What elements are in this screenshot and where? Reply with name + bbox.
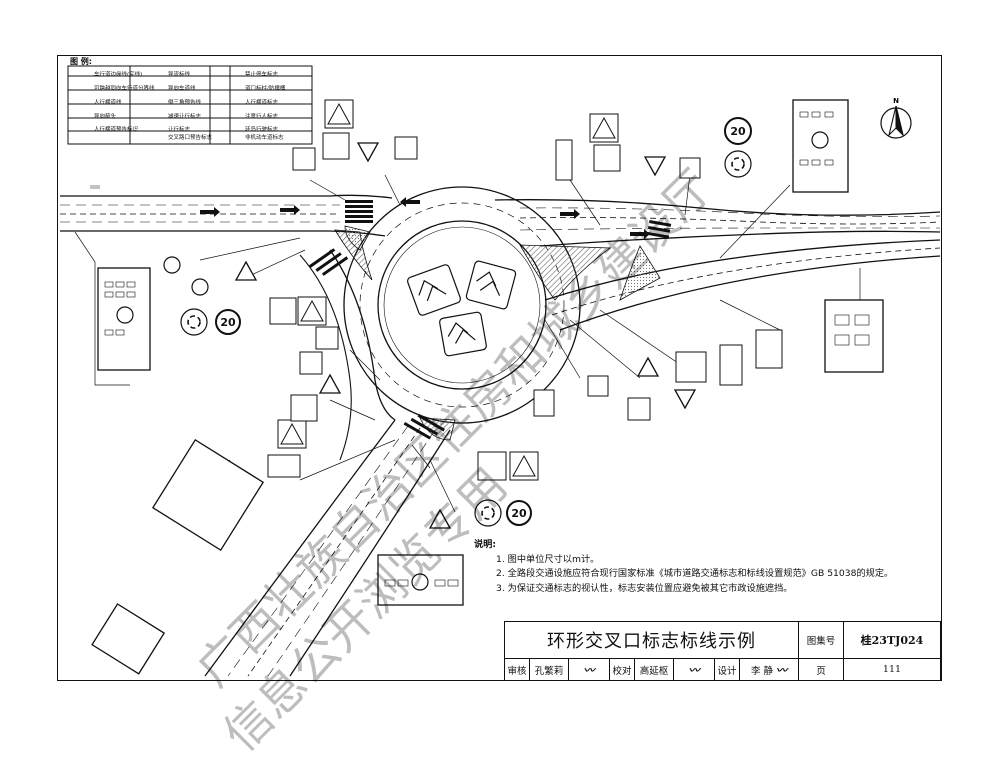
- note-line: 1. 图中单位尺寸以m计。: [496, 553, 600, 565]
- atlas-label: 图集号: [798, 621, 844, 659]
- design-label: 设计: [714, 658, 740, 681]
- east-branch-road: [544, 239, 941, 331]
- legend-item: 环岛行驶标志: [245, 127, 279, 133]
- speed-limit-label-w: 20: [220, 316, 236, 329]
- speed-limit-label-ne: 20: [730, 125, 746, 138]
- speed-limit-signs: [215, 117, 752, 526]
- legend-item: 减速让行标志: [168, 114, 202, 120]
- legend-item: 人行横道预告标识: [94, 127, 139, 133]
- speed-limit-label-s: 20: [511, 507, 527, 520]
- legend-item: 可跨越同向车行道分界线: [94, 86, 155, 92]
- southwest-road: [204, 249, 451, 677]
- legend: 图 例: 车行道边缘线(实线) 可跨越同向车行道分界线 人行横道线 导向箭头 人…: [70, 58, 313, 146]
- note-line: 2. 全路段交通设施应符合现行国家标准《城市道路交通标志和标线设置规范》GB 5…: [496, 568, 894, 580]
- roundabout-sign-glyphs: [187, 157, 745, 520]
- roundabout-drawing: 20 20 20 N: [60, 65, 941, 677]
- design-name: 李 静: [750, 665, 773, 677]
- legend-item: 道口标柱/防撞桶: [245, 86, 286, 92]
- legend-item: 人行横道线: [94, 100, 122, 106]
- notes-heading: 说明:: [474, 539, 497, 550]
- review-signature: 〰: [568, 658, 610, 681]
- design-name-cell: 李 静 〰: [739, 658, 799, 681]
- square-info-signs: [267, 132, 783, 481]
- legend-frame: [67, 65, 313, 145]
- page-label: 页: [798, 658, 844, 681]
- atlas-code: 桂23TJ024: [843, 621, 941, 659]
- design-signature: 〰: [776, 663, 788, 677]
- check-signature: 〰: [673, 658, 715, 681]
- central-chevrons: [407, 260, 517, 357]
- check-label: 校对: [609, 658, 635, 681]
- main-road: [60, 185, 941, 247]
- lane-arrows: [200, 197, 650, 239]
- notes: 说明: 1. 图中单位尺寸以m计。 2. 全路段交通设施应符合现行国家标准《城市…: [474, 538, 893, 596]
- legend-item: 导流标线: [168, 72, 191, 78]
- warning-triangles: [234, 142, 697, 529]
- crosswalks: [308, 200, 672, 440]
- guide-sign-cells: [104, 111, 870, 587]
- drawing-title: 环形交叉口标志标线示例: [504, 621, 799, 659]
- north-compass-icon: [880, 105, 912, 139]
- legend-item: 倒三角预告线: [168, 100, 202, 106]
- legend-item: 交叉路口预告标志: [168, 135, 213, 141]
- title-block: 环形交叉口标志标线示例 图集号 桂23TJ024 审核 孔繁莉 〰 校对 高延枢…: [504, 621, 941, 681]
- pedestrian-warning-signs: [277, 99, 619, 481]
- legend-item: 车行道边缘线(实线): [94, 72, 143, 78]
- page-number: 111: [843, 658, 941, 681]
- guide-sign-rings: [116, 131, 829, 591]
- leader-lines: [74, 174, 861, 513]
- legend-item: 禁止停车标志: [245, 72, 279, 78]
- roundabout: [343, 186, 581, 424]
- legend-item: 导向箭头: [94, 114, 117, 120]
- legend-item: 导向车道线: [168, 86, 196, 92]
- speed-limit-labels: 20 20 20: [220, 125, 746, 520]
- legend-heading: 图 例:: [70, 57, 92, 66]
- legend-item: 非机动车道标志: [245, 135, 284, 141]
- note-line: 3. 为保证交通标志的视认性，标志安装位置应避免被其它市政设施遮挡。: [496, 582, 793, 594]
- roundabout-signs: [163, 150, 752, 527]
- splitter-islands: [334, 225, 661, 441]
- legend-item: 人行横道标志: [245, 100, 279, 106]
- legend-item: 注意行人标志: [245, 114, 279, 120]
- compass-label: N: [893, 97, 899, 105]
- check-name: 高延枢: [634, 658, 674, 681]
- legend-item: 让行标志: [168, 127, 191, 133]
- drawing-frame: [57, 55, 942, 681]
- review-label: 审核: [504, 658, 530, 681]
- review-name: 孔繁莉: [529, 658, 569, 681]
